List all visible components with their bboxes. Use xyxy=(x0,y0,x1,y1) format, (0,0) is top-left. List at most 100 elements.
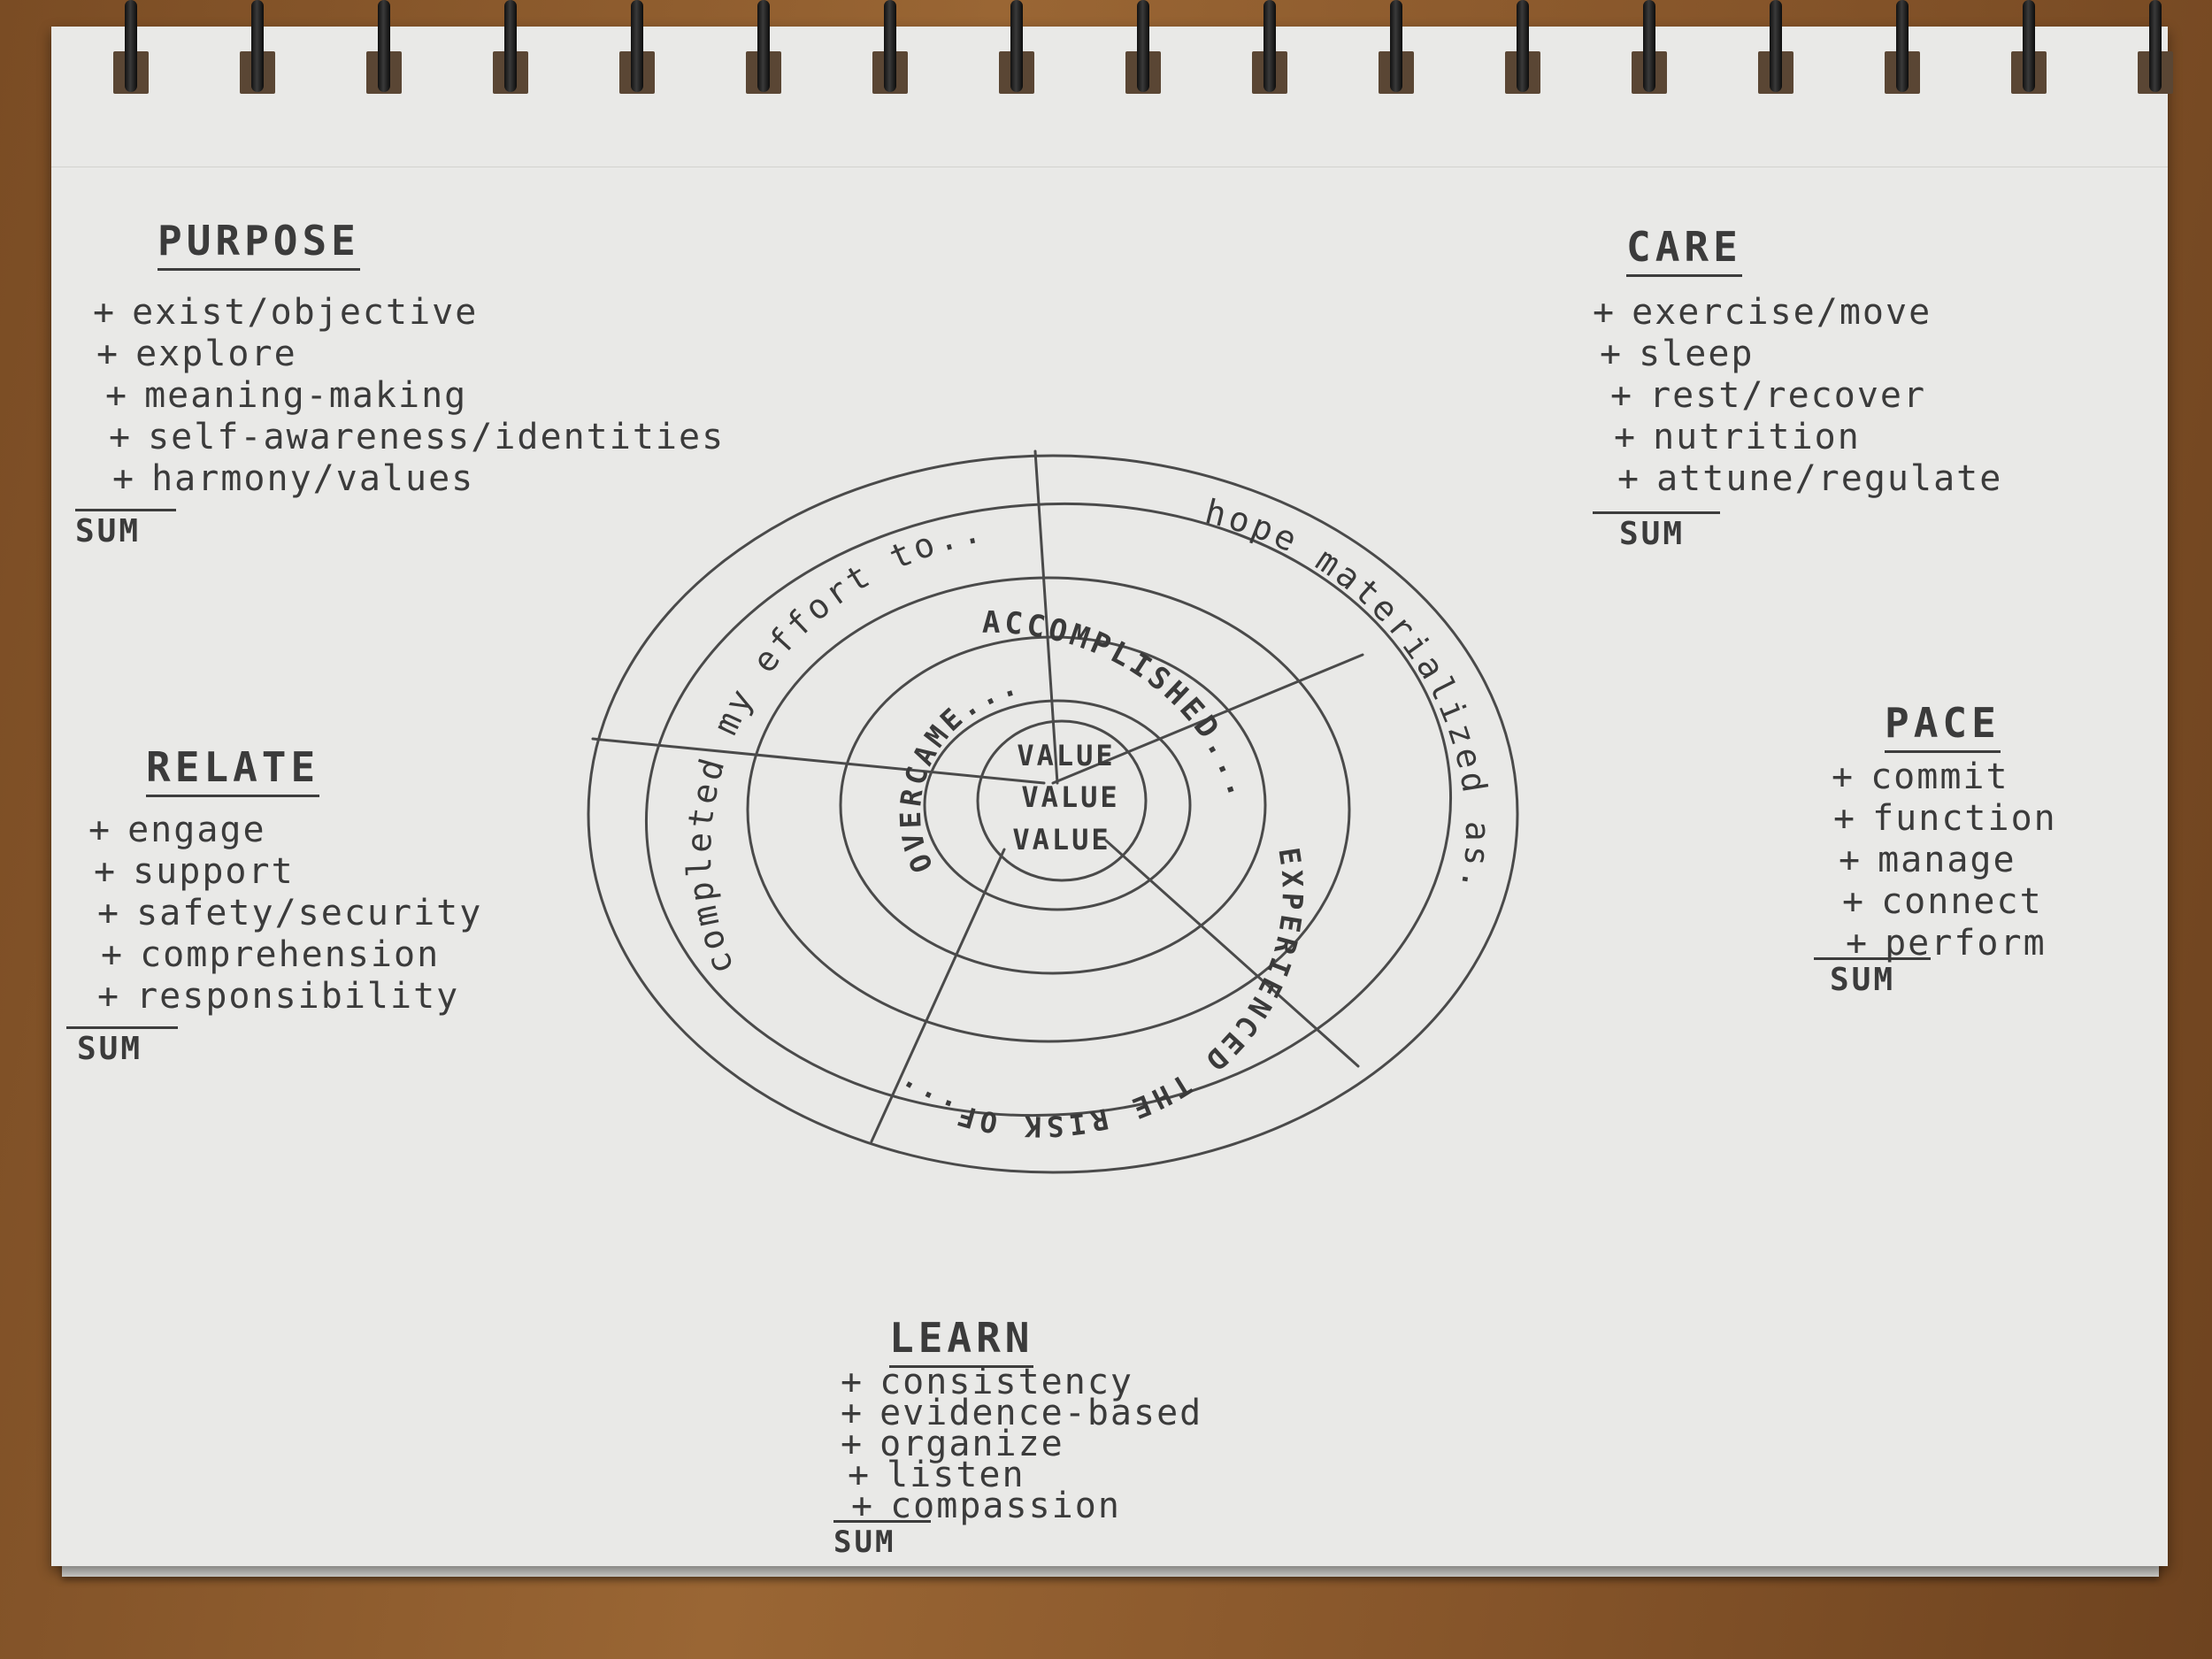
item-label: manage xyxy=(1878,840,2016,880)
plus-mark: + xyxy=(1839,840,1863,880)
item-label: responsibility xyxy=(136,976,460,1017)
item-label: consistency xyxy=(879,1362,1133,1402)
section-title: CARE xyxy=(1626,223,1742,277)
plus-mark: + xyxy=(101,934,125,975)
text-path-outer-right: hope materialized as... xyxy=(0,0,1494,897)
spoke-bottom-right xyxy=(1104,839,1360,1068)
item-label: safety/security xyxy=(136,893,483,933)
plus-mark: + xyxy=(109,417,133,457)
binding-ring xyxy=(2023,0,2035,92)
section-relate: RELATE xyxy=(146,743,320,797)
purpose-items: + exist/objective +explore + meaning-makin… xyxy=(93,292,725,500)
plus-mark: + xyxy=(1842,881,1866,922)
item-label: rest/recover xyxy=(1649,375,1927,416)
list-item: + meaning-making xyxy=(93,375,725,417)
binding-ring xyxy=(1643,0,1655,92)
binding-ring xyxy=(1390,0,1402,92)
list-item: +safety/security xyxy=(88,893,482,934)
section-pace: PACE xyxy=(1885,699,2001,753)
section-title: PACE xyxy=(1885,699,2001,753)
plus-mark: + xyxy=(841,1393,864,1433)
binding-ring xyxy=(1770,0,1782,92)
sum-label: SUM xyxy=(75,509,177,549)
binding-ring xyxy=(378,0,390,92)
list-item: +comprehension xyxy=(88,934,482,976)
list-item: +consistency xyxy=(841,1364,1202,1400)
binding-ring xyxy=(251,0,264,92)
care-items: +exercise/move + sleep + rest/recover + nut… xyxy=(1593,292,2002,500)
plus-mark: + xyxy=(112,458,136,499)
item-label: organize xyxy=(879,1424,1064,1464)
binding-ring xyxy=(2149,0,2162,92)
list-item: +organize xyxy=(841,1426,1202,1462)
section-care: CARE xyxy=(1626,223,1742,277)
sum-label: SUM xyxy=(66,1026,179,1067)
ring-3 xyxy=(746,576,1351,1043)
binding-ring xyxy=(1010,0,1023,92)
ring-1 xyxy=(923,699,1192,911)
text-path-outer-left: completed my effort to... xyxy=(0,0,985,980)
plus-mark: + xyxy=(1617,458,1641,499)
spoke-bottom-left xyxy=(870,848,1006,1143)
plus-mark: + xyxy=(105,375,129,416)
item-label: engage xyxy=(127,810,266,850)
pace-items: +commit +function +manage +connect +perf… xyxy=(1832,757,2057,964)
list-item: +perform xyxy=(1832,923,2057,964)
label-experienced-risk: EXPERIENCED THE RISK OF... xyxy=(886,845,1310,1143)
section-title: LEARN xyxy=(889,1314,1034,1368)
care-sum: SUM xyxy=(1593,511,1721,552)
ring-center xyxy=(976,719,1148,882)
item-label: exercise/move xyxy=(1632,292,1932,333)
spoke-left xyxy=(591,737,1046,785)
plus-mark: + xyxy=(93,292,117,333)
center-value-1: VALUE xyxy=(1017,739,1115,772)
relate-sum: SUM xyxy=(66,1026,179,1067)
list-item: +exercise/move xyxy=(1593,292,2002,334)
plus-mark: + xyxy=(1846,923,1870,964)
list-item: +self-awareness/identities xyxy=(93,417,725,458)
spoke-top xyxy=(1033,449,1059,785)
plus-mark: + xyxy=(1832,757,1855,797)
binding-ring xyxy=(1137,0,1149,92)
center-value-2: VALUE xyxy=(1021,780,1119,814)
sum-label: SUM xyxy=(1814,957,1932,998)
label-completed-effort: completed my effort to... xyxy=(0,0,988,980)
list-item: +engage xyxy=(88,810,482,851)
binding-ring xyxy=(1263,0,1276,92)
item-label: evidence-based xyxy=(879,1393,1203,1433)
item-label: attune/regulate xyxy=(1656,458,2003,499)
item-label: commit xyxy=(1870,757,2009,797)
plus-mark: + xyxy=(1600,334,1624,374)
item-label: sleep xyxy=(1639,334,1755,374)
binding-ring xyxy=(631,0,643,92)
ring-4 xyxy=(644,502,1453,1118)
item-label: nutrition xyxy=(1653,417,1861,457)
learn-items: +consistency + evidence-based +organize +… xyxy=(841,1364,1203,1524)
sum-label: SUM xyxy=(833,1520,932,1560)
list-item: + support xyxy=(88,851,482,893)
label-hope-materialized: hope materialized as... xyxy=(0,0,1497,897)
sum-label: SUM xyxy=(1593,511,1721,552)
list-item: + harmony/values xyxy=(93,458,725,500)
item-label: function xyxy=(1872,798,2057,839)
list-item: +explore xyxy=(93,334,725,375)
item-label: compassion xyxy=(890,1486,1121,1526)
text-path-inner: OVERCAME... xyxy=(894,667,1021,878)
list-item: + sleep xyxy=(1593,334,2002,375)
notebook-page xyxy=(51,0,2173,1566)
plus-mark: + xyxy=(97,976,121,1017)
item-label: exist/objective xyxy=(132,292,479,333)
item-label: meaning-making xyxy=(144,375,468,416)
plus-mark: + xyxy=(94,851,118,892)
item-label: connect xyxy=(1881,881,2043,922)
item-label: support xyxy=(133,851,295,892)
list-item: +function xyxy=(1832,798,2057,840)
binding-ring xyxy=(1517,0,1529,92)
list-item: + manage xyxy=(1832,840,2057,881)
section-title: PURPOSE xyxy=(157,217,360,271)
list-item: +listen xyxy=(841,1457,1202,1493)
item-label: harmony/values xyxy=(151,458,475,499)
ring-2 xyxy=(839,635,1267,975)
binding-ring xyxy=(757,0,770,92)
text-path-middle-bottom: EXPERIENCED THE RISK OF... xyxy=(886,845,1305,1143)
